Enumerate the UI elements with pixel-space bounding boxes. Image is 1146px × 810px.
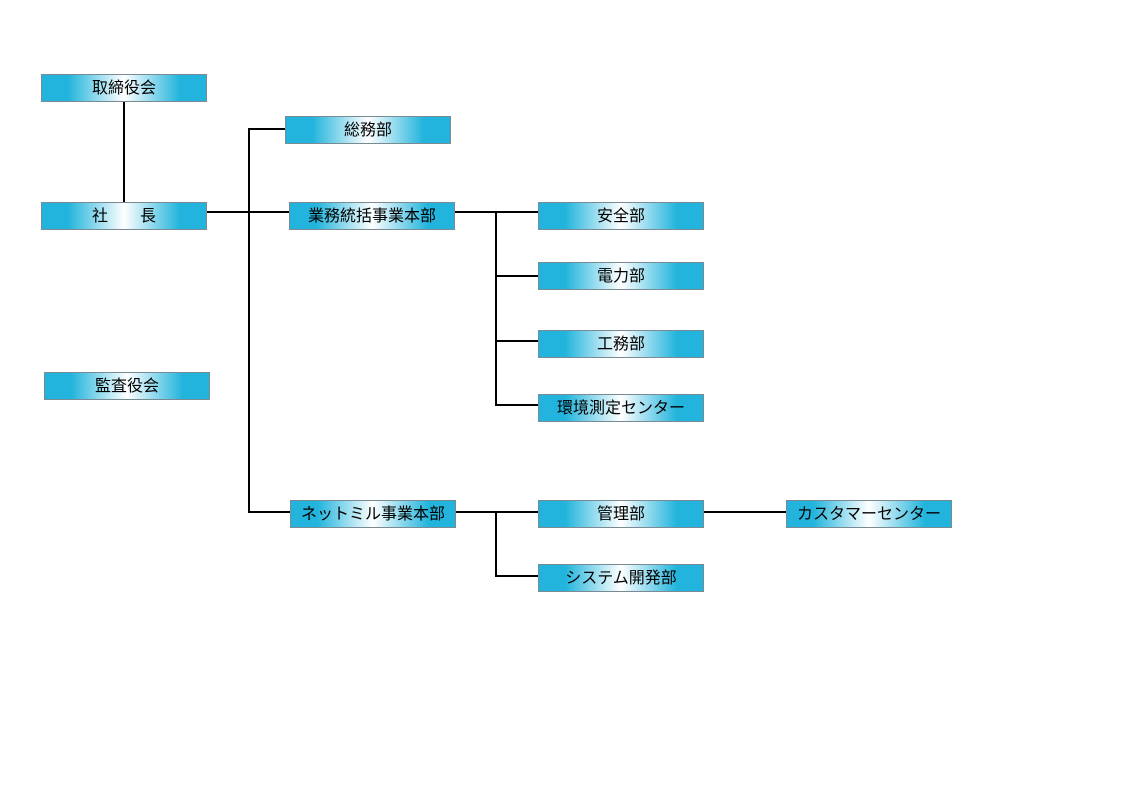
connector-board-president: [123, 101, 125, 203]
box-president: 社 長: [41, 202, 207, 230]
connector-business-hq-out: [455, 211, 539, 213]
box-system-dev: システム開発部: [538, 564, 704, 592]
box-electric: 電力部: [538, 262, 704, 290]
box-safety: 安全部: [538, 202, 704, 230]
connector-business-trunk: [495, 211, 497, 406]
connector-general-affairs: [248, 128, 286, 130]
connector-environment: [495, 404, 539, 406]
connector-electric: [495, 275, 539, 277]
connector-netmil-trunk: [495, 511, 497, 577]
connector-system-dev: [495, 575, 539, 577]
box-environment: 環境測定センター: [538, 394, 704, 422]
connector-main-trunk: [248, 128, 250, 513]
box-engineering: 工務部: [538, 330, 704, 358]
box-general-affairs: 総務部: [285, 116, 451, 144]
connector-netmil-hq-out: [455, 511, 539, 513]
box-auditors: 監査役会: [44, 372, 210, 400]
connector-netmil-hq: [248, 511, 291, 513]
box-business-hq: 業務統括事業本部: [289, 202, 455, 230]
box-netmil-hq: ネットミル事業本部: [290, 500, 456, 528]
box-management: 管理部: [538, 500, 704, 528]
connector-customer-center: [703, 511, 787, 513]
box-board: 取締役会: [41, 74, 207, 102]
connector-engineering: [495, 340, 539, 342]
box-customer-center: カスタマーセンター: [786, 500, 952, 528]
